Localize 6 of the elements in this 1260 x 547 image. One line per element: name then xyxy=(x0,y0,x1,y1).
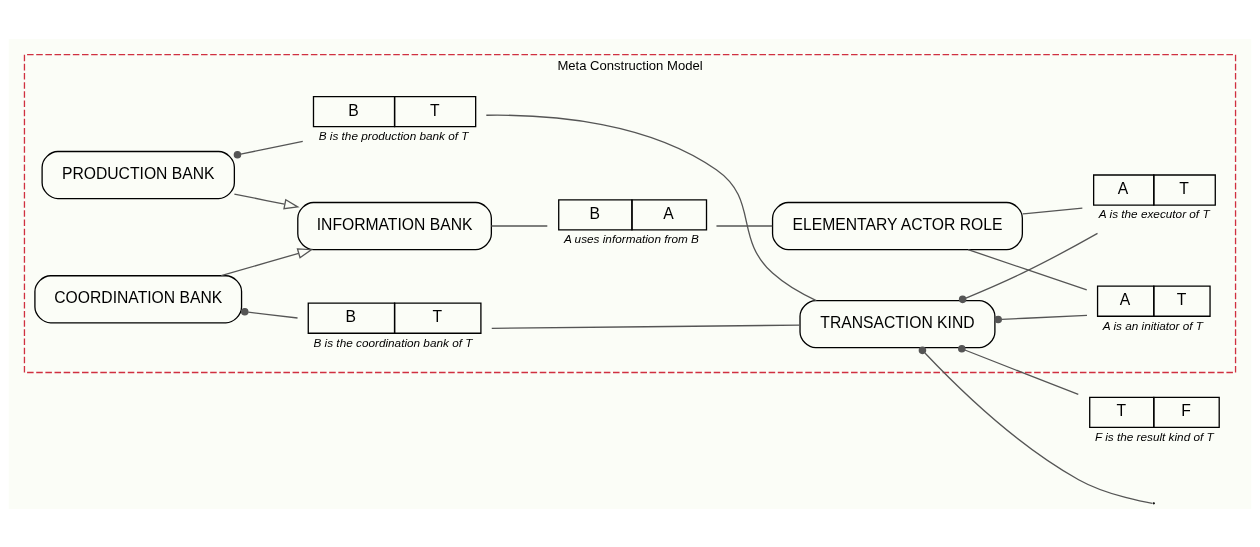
node-label: A is the executor of T xyxy=(1098,206,1210,220)
node-label: F is the result kind of T xyxy=(1094,429,1214,443)
node-label: A uses information from B xyxy=(563,231,699,245)
node-label: B is the coordination bank of T xyxy=(313,335,473,349)
node-label: A is an initiator of T xyxy=(1102,318,1204,332)
node-label: B is the production bank of T xyxy=(318,128,469,142)
